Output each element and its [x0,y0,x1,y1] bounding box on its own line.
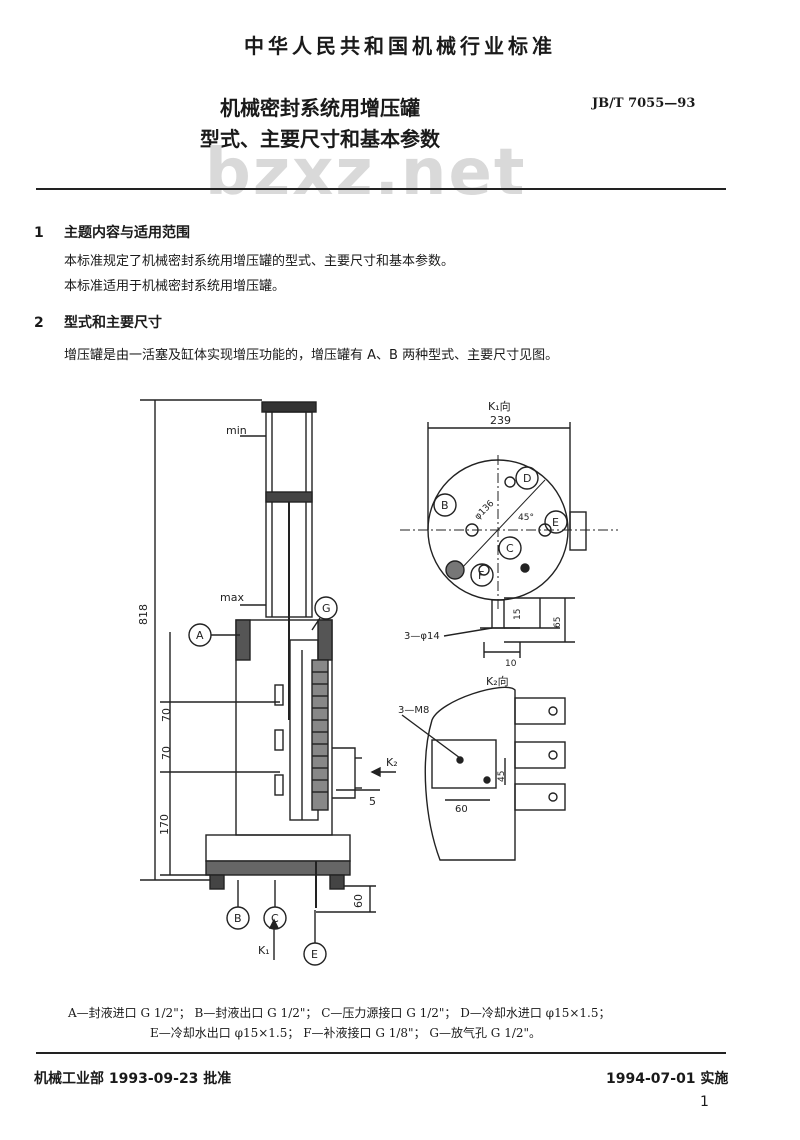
section2-title: 型式和主要尺寸 [64,315,162,331]
sight-glass-3 [274,774,284,796]
k1-dim-10: 10 [505,659,517,669]
k1-port-e [544,510,568,534]
base-lower [205,860,351,876]
label-k2-arrow: K₂ [386,756,398,769]
k1-angle: 45° [518,513,534,523]
section2-para1: 增压罐是由一活塞及缸体实现增压功能的，增压罐有 A、B 两种型式、主要尺寸见图。 [64,348,559,363]
k2-thread: 3—M8 [398,705,429,716]
technical-drawing: min max 818 70 70 170 5 60 K₂ K₁ A B C E… [137,399,618,966]
port-c-label: C [271,912,279,925]
section1-title: 主题内容与适用范围 [64,225,190,241]
document-title-line1: 机械密封系统用增压罐 [220,96,420,120]
section1-heading: 1 主题内容与适用范围 [34,222,190,242]
k2-dim-45: 45 [497,771,507,782]
port-g-label: G [322,602,331,615]
k1-port-d-label: D [523,472,531,485]
port-b-label: B [234,912,242,925]
standard-code: JB/T 7055—93 [592,96,696,111]
port-a-label: A [196,629,204,642]
port-e-label: E [311,948,318,961]
k2-outline [424,686,516,861]
k1-port-c-label: C [506,542,514,555]
sight-glass-1 [274,684,284,706]
dim-5: 5 [369,795,376,808]
body-flange-right [317,619,333,661]
foot-left [209,874,225,890]
section2-number: 2 [34,315,44,331]
rod-top-cap [261,401,317,413]
legend-line2: E—冷却水出口 φ15×1.5； F—补液接口 G 1/8"； G—放气孔 G … [150,1026,542,1040]
k1-fill-plug [445,560,465,580]
organization-header: 中华人民共和国机械行业标准 [244,34,556,58]
k1-dim-239: 239 [490,414,511,427]
footer-rule [36,1052,726,1054]
dim-60-main: 60 [352,894,365,908]
watermark: bzxz.net [205,136,527,210]
k2-lug-3 [514,783,566,811]
k2-dim-60: 60 [455,804,468,815]
label-max: max [220,591,244,604]
effective-date: 1994-07-01 实施 [606,1071,729,1087]
k1-side-lug [569,511,587,551]
k2-view-title: K₂向 [486,674,509,688]
k2-lug-2 [514,741,566,769]
dim-70-lower: 70 [160,746,173,760]
legend-line1: A—封液进口 G 1/2"； B—封液出口 G 1/2"； C—压力源接口 G … [68,1006,611,1020]
approval-date: 机械工业部 1993-09-23 批准 [34,1071,232,1087]
body-flange-left [235,619,251,661]
k1-port-d [515,466,539,490]
cooling-coil [311,659,329,811]
k1-port-e-label: E [552,516,559,529]
k1-port-b-label: B [441,499,449,512]
section1-para1: 本标准规定了机械密封系统用增压罐的型式、主要尺寸和基本参数。 [64,254,455,269]
k1-port-f-label: F [478,569,484,582]
k2-lug-1 [514,697,566,725]
document-title-line2: 型式、主要尺寸和基本参数 [200,127,440,151]
piston-head [265,491,313,503]
dim-170: 170 [158,814,171,835]
header-rule [36,188,726,190]
k1-diameter: φ136 [473,499,497,523]
section2-heading: 2 型式和主要尺寸 [34,312,162,332]
section1-number: 1 [34,225,44,241]
k2-plate [431,739,497,789]
dim-70-upper: 70 [160,708,173,722]
sight-glass-2 [274,729,284,751]
k1-dim-15: 15 [513,609,523,620]
foot-right [329,874,345,890]
label-k1-arrow: K₁ [258,944,270,957]
k1-port-c [498,536,522,560]
k1-dim-65: 65 [553,617,563,628]
section1-para2: 本标准适用于机械密封系统用增压罐。 [64,279,286,294]
label-min: min [226,424,247,437]
k1-port-f [470,563,494,587]
page-number: 1 [700,1094,709,1110]
base-plate [205,834,351,862]
k1-holes: 3—φ14 [404,631,440,642]
side-bracket [332,747,356,799]
k1-port-b [433,493,457,517]
k1-view-title: K₁向 [488,399,511,413]
port-g-circle [314,596,338,620]
dim-818: 818 [137,604,150,625]
